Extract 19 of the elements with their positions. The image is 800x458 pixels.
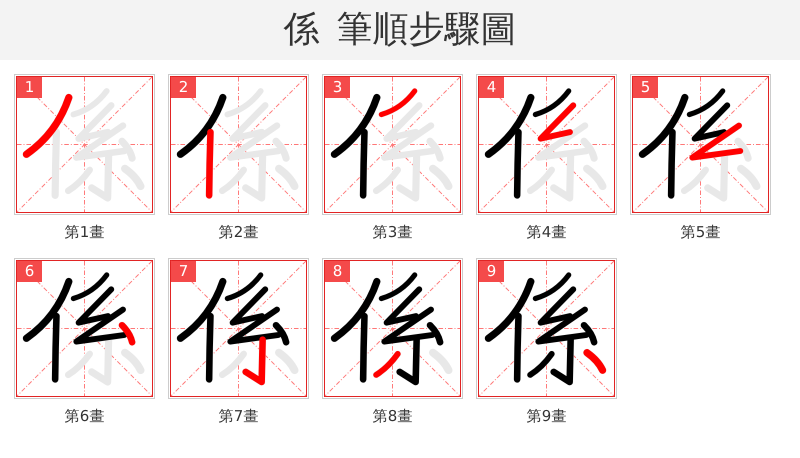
step-caption: 第6畫 (64, 407, 104, 425)
step-caption: 第3畫 (372, 223, 412, 241)
step-number: 2 (171, 77, 196, 98)
page-title: 係 筆順步驟圖 (283, 8, 517, 52)
step-caption: 第1畫 (64, 223, 104, 241)
step-caption: 第5畫 (680, 223, 720, 241)
step-caption: 第4畫 (526, 223, 566, 241)
step-caption: 第9畫 (526, 407, 566, 425)
step-number: 3 (325, 77, 350, 98)
step-number: 6 (17, 261, 42, 282)
step-caption: 第7畫 (218, 407, 258, 425)
step-number: 7 (171, 261, 196, 282)
step-number: 5 (633, 77, 658, 98)
step-number: 8 (325, 261, 350, 282)
step-caption: 第2畫 (218, 223, 258, 241)
step-caption: 第8畫 (372, 407, 412, 425)
step-number: 9 (479, 261, 504, 282)
step-number: 4 (479, 77, 504, 98)
step-number: 1 (17, 77, 42, 98)
